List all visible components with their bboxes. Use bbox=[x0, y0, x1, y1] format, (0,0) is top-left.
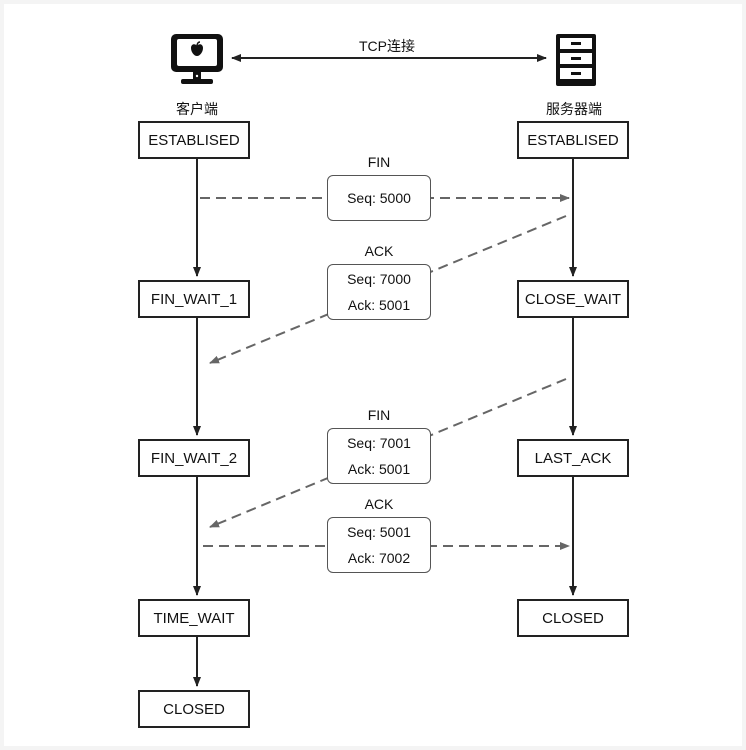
message-box: Seq: 5000 bbox=[327, 175, 431, 221]
client-state-fin-wait-1: FIN_WAIT_1 bbox=[138, 280, 250, 318]
msg-type-label: FIN bbox=[367, 154, 391, 170]
message-box: Seq: 7001 Ack: 5001 bbox=[327, 428, 431, 484]
msg-ack: Ack: 7002 bbox=[347, 550, 411, 566]
message-box: Seq: 7000 Ack: 5001 bbox=[327, 264, 431, 320]
tcp-close-diagram: TCP连接 客户端 服务器端 ESTABLISED FIN_WAIT_1 FIN… bbox=[4, 4, 742, 746]
server-state-closed: CLOSED bbox=[517, 599, 629, 637]
server-label: 服务器端 bbox=[546, 101, 602, 117]
server-state-close-wait: CLOSE_WAIT bbox=[517, 280, 629, 318]
msg-seq: Seq: 5000 bbox=[347, 190, 411, 206]
msg-seq: Seq: 7001 bbox=[347, 435, 411, 451]
server-icon bbox=[556, 34, 596, 86]
msg-ack: Ack: 5001 bbox=[347, 461, 411, 477]
msg-ack: Ack: 5001 bbox=[347, 297, 411, 313]
client-state-fin-wait-2: FIN_WAIT_2 bbox=[138, 439, 250, 477]
client-state-time-wait: TIME_WAIT bbox=[138, 599, 250, 637]
client-label: 客户端 bbox=[176, 101, 218, 117]
client-state-closed: CLOSED bbox=[138, 690, 250, 728]
message-box: Seq: 5001 Ack: 7002 bbox=[327, 517, 431, 573]
msg-seq: Seq: 7000 bbox=[347, 271, 411, 287]
server-state-established: ESTABLISED bbox=[517, 121, 629, 159]
server-state-last-ack: LAST_ACK bbox=[517, 439, 629, 477]
computer-icon bbox=[171, 34, 223, 84]
client-state-established: ESTABLISED bbox=[138, 121, 250, 159]
msg-seq: Seq: 5001 bbox=[347, 524, 411, 540]
msg-type-label: FIN bbox=[367, 407, 391, 423]
connection-label: TCP连接 bbox=[359, 38, 415, 54]
msg-type-label: ACK bbox=[364, 496, 394, 512]
msg-type-label: ACK bbox=[364, 243, 394, 259]
